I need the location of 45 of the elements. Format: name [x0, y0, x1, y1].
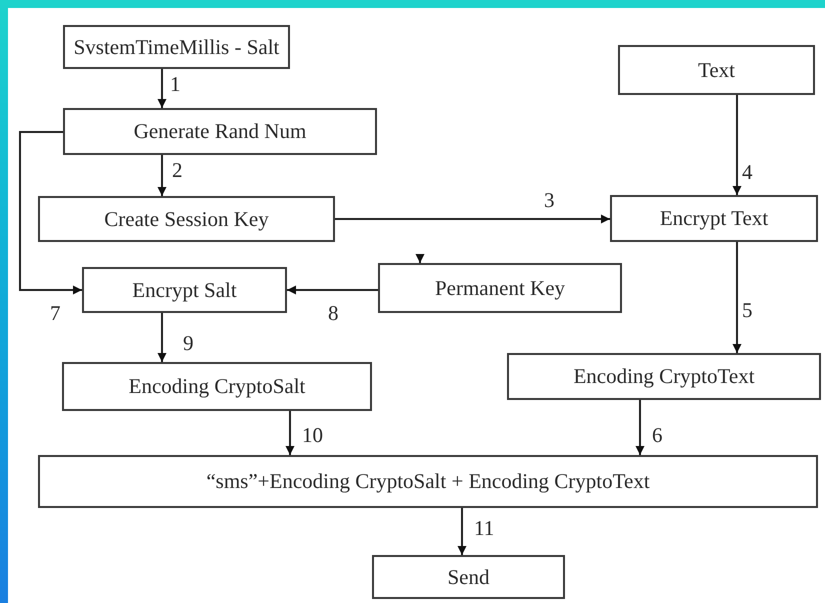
process-box [38, 196, 335, 242]
process-box [63, 25, 290, 69]
arrow [286, 411, 294, 455]
arrow [19, 131, 82, 294]
arrow [458, 508, 466, 555]
edge-label: 2 [172, 160, 182, 181]
process-box [38, 455, 818, 508]
arrow [335, 214, 610, 224]
process-box [610, 195, 818, 242]
edge-label: 1 [170, 74, 180, 95]
edge-label: 3 [544, 190, 554, 211]
box-label: Generate Rand Num [134, 118, 306, 145]
box-label: Encoding CryptoSalt [128, 373, 306, 400]
edge-label: 10 [302, 425, 323, 446]
arrow [732, 95, 742, 195]
box-label: Encrypt Text [660, 205, 768, 232]
box-label: Permanent Key [434, 274, 566, 302]
box-label: Text [698, 56, 736, 84]
process-box [618, 45, 815, 95]
process-box [63, 108, 377, 155]
box-label: “sms”+Encoding CryptoSalt + Encoding CryptoText [206, 468, 650, 495]
arrow [732, 242, 742, 353]
edge-label: 8 [328, 303, 338, 324]
box-label: SvstemTimeMillis - Salt [74, 34, 280, 60]
box-label: Encoding CryptoText [573, 363, 755, 390]
edge-label: 4 [742, 162, 752, 183]
box-label: Create Session Key [104, 206, 269, 232]
edge-label: 6 [652, 425, 662, 446]
process-box [62, 362, 372, 411]
process-box [507, 353, 821, 400]
box-label: Encrypt Salt [132, 276, 237, 304]
box-label: Send [448, 564, 490, 590]
arrow [158, 69, 166, 108]
arrow [287, 286, 378, 294]
edge-label: 11 [474, 518, 494, 539]
arrow [416, 254, 424, 263]
process-box [82, 267, 287, 313]
edge-label: 5 [742, 300, 752, 321]
process-box [372, 555, 565, 599]
process-box [378, 263, 622, 313]
arrow [636, 400, 644, 455]
edge-label: 9 [183, 333, 194, 354]
arrow [158, 155, 166, 196]
arrow [158, 313, 166, 362]
edge-label: 7 [50, 303, 60, 324]
